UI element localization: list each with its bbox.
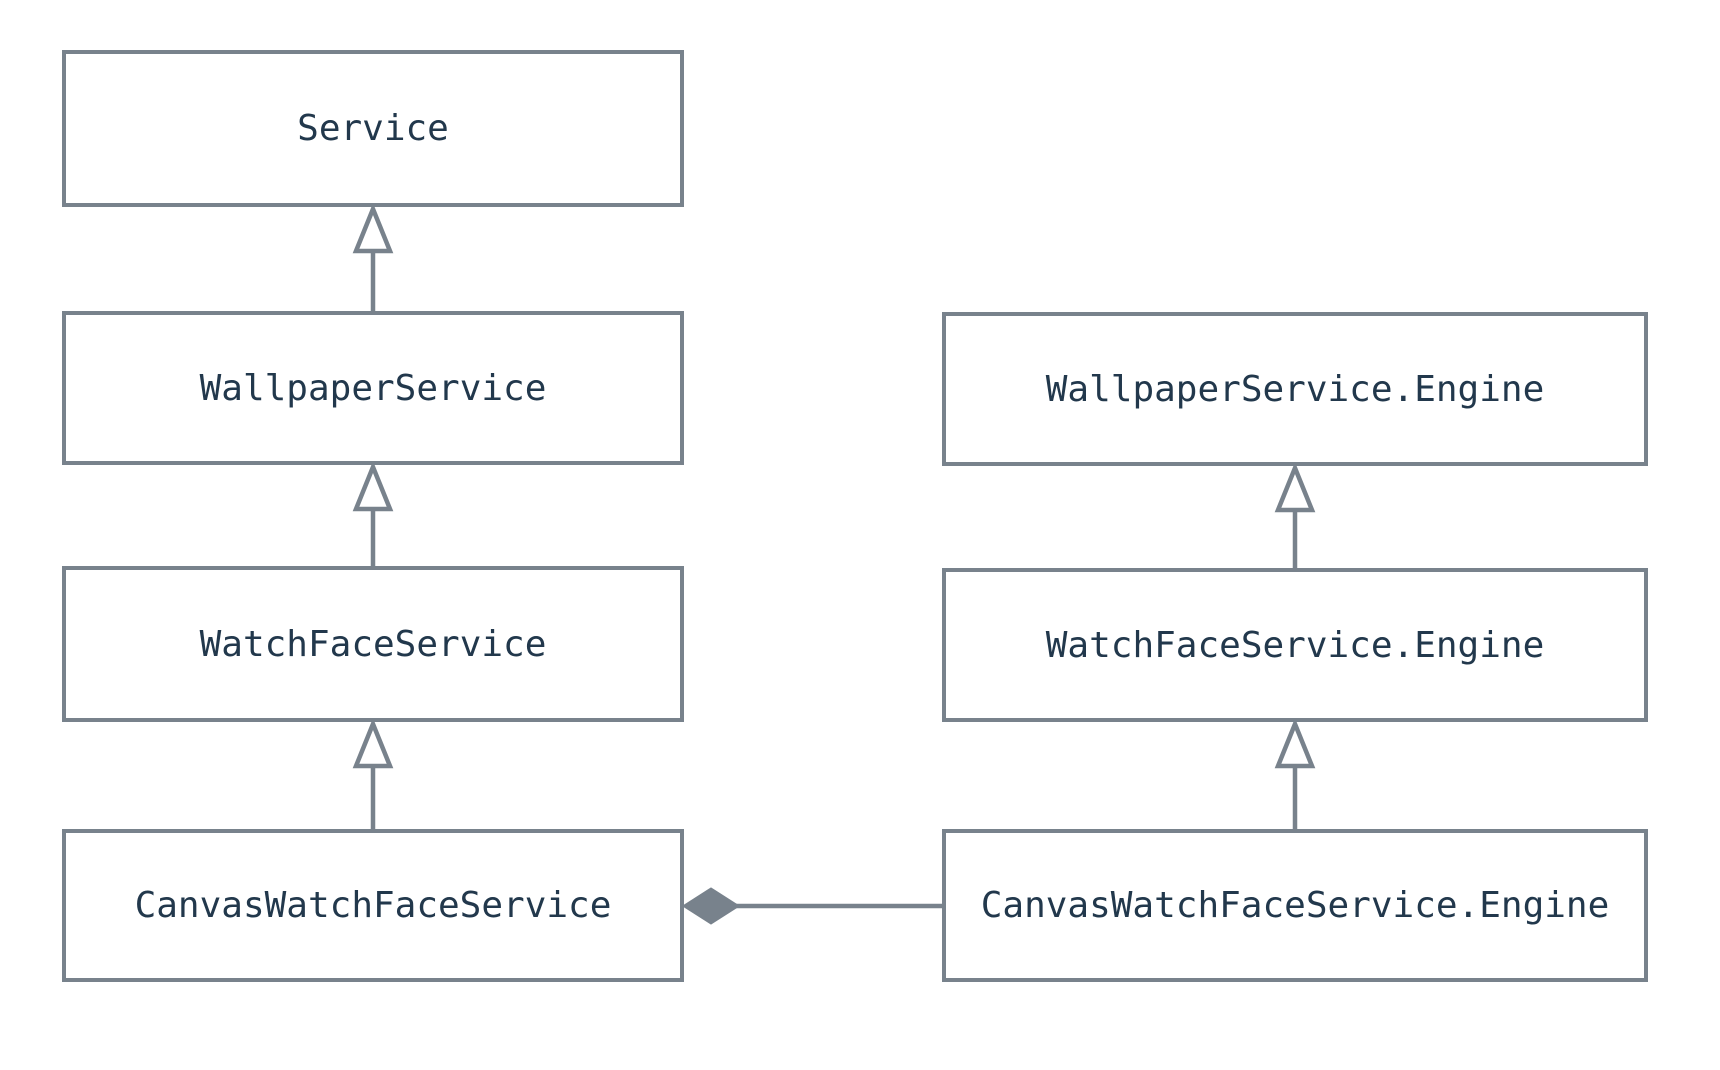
class-name-label: WallpaperService [199,367,547,409]
class-node-service: Service [62,50,684,207]
class-name-label: WallpaperService.Engine [1045,368,1545,410]
class-name-label: Service [297,108,449,149]
class-name-label: WatchFaceService.Engine [1045,624,1545,666]
class-node-watch-face-service-engine: WatchFaceService.Engine [942,568,1648,722]
inheritance-arrow-watchfaceserviceengine-to-wallpaperserviceengine [1274,462,1316,570]
composition-diamond-icon [681,887,741,925]
class-name-label: CanvasWatchFaceService.Engine [980,885,1610,926]
class-node-canvas-watch-face-service-engine: CanvasWatchFaceService.Engine [942,829,1648,982]
class-node-wallpaper-service: WallpaperService [62,311,684,465]
inheritance-arrow-watchfaceservice-to-wallpaperservice [352,461,394,568]
class-node-canvas-watch-face-service: CanvasWatchFaceService [62,829,684,982]
inheritance-arrow-canvaswatchfaceservice-to-watchfaceservice [352,718,394,831]
class-node-wallpaper-service-engine: WallpaperService.Engine [942,312,1648,466]
composition-link-canvaswatchfaceservice-engine [681,887,944,925]
class-name-label: CanvasWatchFaceService [134,885,612,926]
class-name-label: WatchFaceService [199,623,547,665]
class-node-watch-face-service: WatchFaceService [62,566,684,722]
inheritance-arrow-wallpaperservice-to-service [352,203,394,313]
inheritance-arrow-canvasengine-to-watchfaceengine [1274,718,1316,831]
